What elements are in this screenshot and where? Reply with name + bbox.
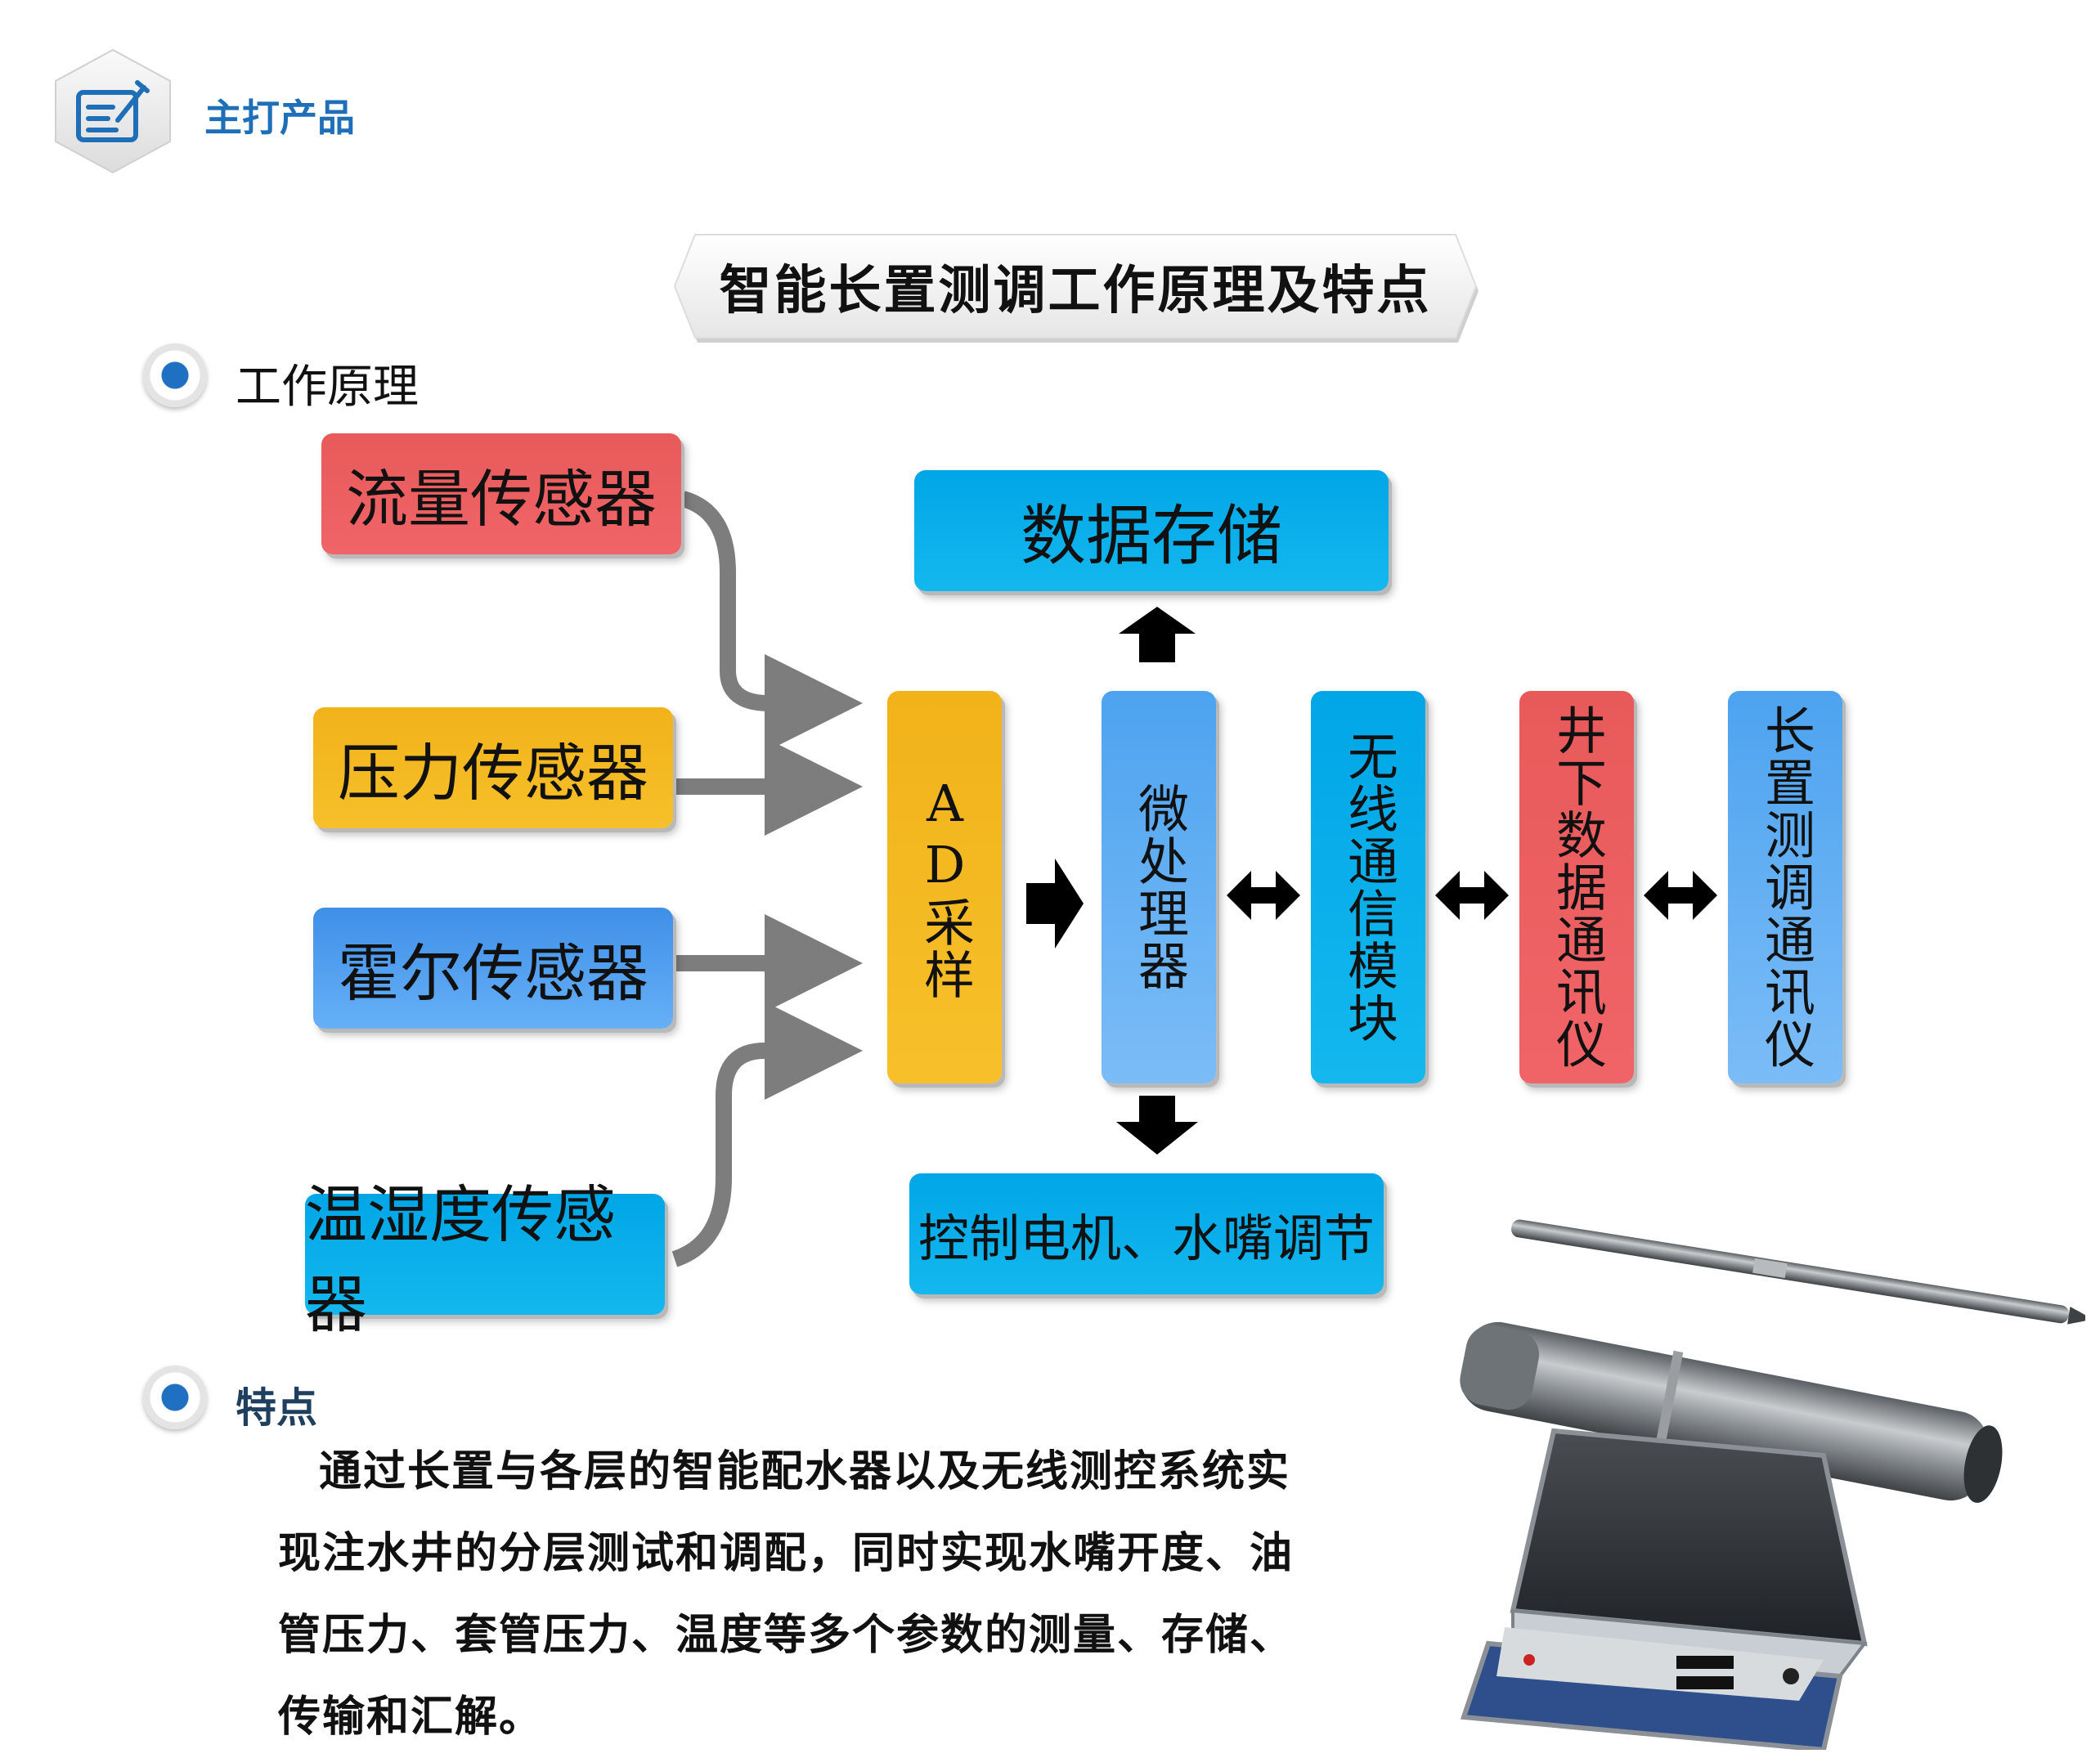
- arrow-ad-to-cpu: [1026, 859, 1084, 949]
- module-surface-comm: 长置测调通讯仪: [1728, 691, 1842, 1083]
- banner-title: 智能长置测调工作原理及特点: [719, 260, 1432, 321]
- module-ad-label: AD采样: [915, 774, 975, 1001]
- instrument-case-image: [1460, 1428, 1868, 1750]
- sensor-flow: 流量传感器: [321, 433, 681, 554]
- module-downhole-comm: 井下数据通讯仪: [1519, 691, 1634, 1083]
- tool-body-image: [1460, 1321, 2003, 1503]
- module-storage-label: 数据存储: [1021, 498, 1282, 574]
- sensor-temperature-humidity: 温湿度传感器: [305, 1178, 665, 1341]
- title-banner: [673, 234, 1479, 343]
- arrow-cpu-to-control: [1116, 1096, 1198, 1155]
- product-images: [1460, 1219, 2085, 1750]
- module-microprocessor: 微处理器: [1102, 691, 1216, 1083]
- module-control-label: 控制电机、水嘴调节: [918, 1209, 1375, 1268]
- sensor-hall-label: 霍尔传感器: [338, 937, 648, 1010]
- sensor-temp-label: 温湿度传感器: [305, 1178, 616, 1341]
- module-wireless-label: 无线通信模块: [1339, 730, 1398, 1044]
- arrow-flow-sensor: [680, 491, 863, 752]
- sensor-flow-label: 流量传感器: [346, 463, 657, 536]
- arrow-cpu-to-storage: [1119, 607, 1196, 662]
- header-badge-icon: [55, 48, 171, 174]
- sensor-hall: 霍尔传感器: [313, 908, 673, 1029]
- arrow-wireless-downhole: [1435, 871, 1509, 920]
- arrow-downhole-surface: [1644, 871, 1717, 920]
- tool-pipe-image: [1510, 1219, 2085, 1325]
- features-paragraph: 通过长置与各层的智能配水器以及无线测控系统实现注水井的分层测试和调配，同时实现水…: [278, 1431, 1333, 1758]
- sensor-pressure-label: 压力传感器: [338, 737, 648, 809]
- module-ad-sampling: AD采样: [887, 691, 1002, 1083]
- section-bullet-icon: [143, 1366, 207, 1429]
- arrow-cpu-wireless: [1227, 871, 1300, 920]
- arrow-temp-sensor: [671, 1002, 863, 1267]
- module-motor-control: 控制电机、水嘴调节: [909, 1173, 1384, 1294]
- module-data-storage: 数据存储: [914, 470, 1389, 591]
- module-surface-label: 长置测调通讯仪: [1756, 704, 1815, 1070]
- sensor-pressure: 压力传感器: [313, 707, 673, 828]
- module-cpu-label: 微处理器: [1129, 783, 1189, 992]
- header-title: 主打产品: [204, 96, 355, 140]
- section-principle: 工作原理: [236, 361, 419, 414]
- module-wireless: 无线通信模块: [1311, 691, 1425, 1083]
- features-text: 通过长置与各层的智能配水器以及无线测控系统实现注水井的分层测试和调配，同时实现水…: [278, 1446, 1295, 1742]
- edit-document-icon: [76, 80, 150, 142]
- module-downhole-label: 井下数据通讯仪: [1547, 704, 1607, 1070]
- section-features: 特点: [236, 1384, 317, 1432]
- section-bullet-icon: [143, 343, 207, 407]
